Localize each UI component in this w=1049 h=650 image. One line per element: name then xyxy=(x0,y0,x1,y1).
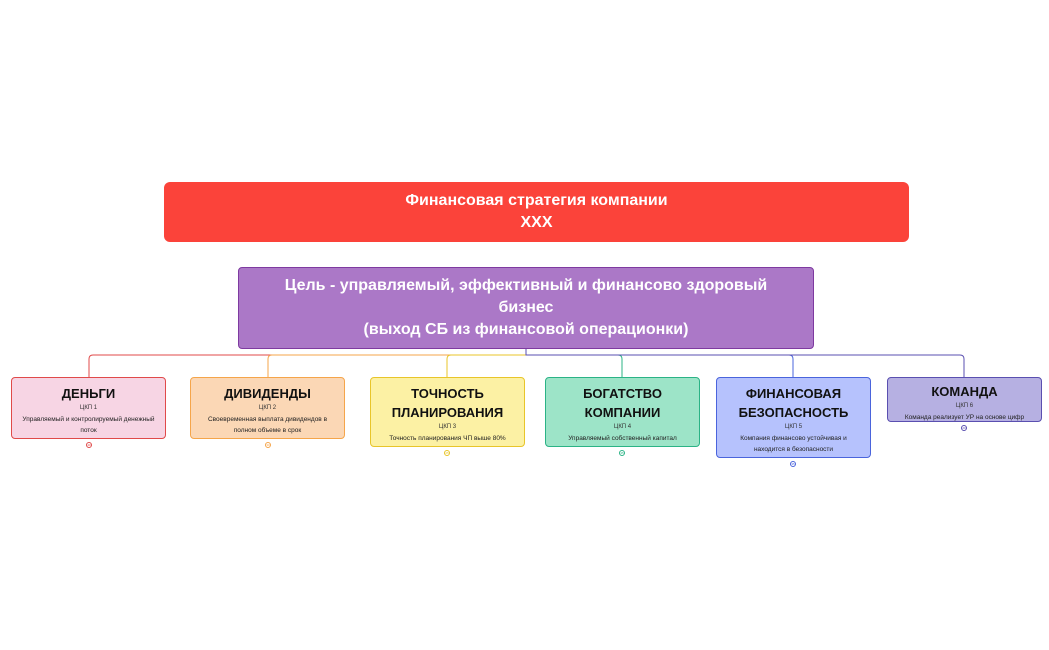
card-description: Точность планирования ЧП выше 80% xyxy=(389,435,506,442)
card-kpi: ЦКП 4 xyxy=(613,424,632,430)
card-description: Своевременная выплата дивидендов в полно… xyxy=(207,416,328,434)
badge-icon[interactable]: 40 xyxy=(86,442,92,448)
root-title: Финансовая стратегия компании xyxy=(405,192,668,209)
badge-icon[interactable]: 35 xyxy=(790,461,796,467)
card-kpi: ЦКП 6 xyxy=(955,403,974,409)
card-team[interactable]: КОМАНДА ЦКП 6 Команда реализует УР на ос… xyxy=(887,377,1042,422)
goal-line-2: бизнес xyxy=(498,299,554,316)
badge-icon[interactable]: 30 xyxy=(265,442,271,448)
card-kpi: ЦКП 2 xyxy=(258,405,277,411)
badge-icon[interactable]: 25 xyxy=(444,450,450,456)
card-title: БОГАТСТВО КОМПАНИИ xyxy=(583,386,662,420)
card-description: Команда реализует УР на основе цифр xyxy=(904,414,1025,421)
card-money[interactable]: ДЕНЬГИ ЦКП 1 Управляемый и контролируемы… xyxy=(11,377,166,439)
connector-line xyxy=(446,349,527,377)
card-kpi: ЦКП 1 xyxy=(79,405,98,411)
card-dividends[interactable]: ДИВИДЕНДЫ ЦКП 2 Своевременная выплата ди… xyxy=(190,377,345,439)
card-kpi: ЦКП 5 xyxy=(784,424,803,430)
root-subtitle: XXX xyxy=(520,214,553,231)
connector-line xyxy=(267,349,527,377)
connector-line xyxy=(525,349,623,377)
card-financial-safety[interactable]: ФИНАНСОВАЯ БЕЗОПАСНОСТЬ ЦКП 5 Компания ф… xyxy=(716,377,871,458)
connector-line xyxy=(525,349,794,377)
connector-line xyxy=(88,349,527,377)
badge-icon[interactable]: 45 xyxy=(619,450,625,456)
card-title: ДИВИДЕНДЫ xyxy=(224,386,311,401)
card-title: ДЕНЬГИ xyxy=(61,386,116,401)
card-company-wealth[interactable]: БОГАТСТВО КОМПАНИИ ЦКП 4 Управляемый соб… xyxy=(545,377,700,447)
card-title: КОМАНДА xyxy=(931,384,998,399)
card-description: Управляемый собственный капитал xyxy=(568,435,677,442)
card-kpi: ЦКП 3 xyxy=(438,424,457,430)
card-title: ФИНАНСОВАЯ БЕЗОПАСНОСТЬ xyxy=(738,386,849,420)
badge-icon[interactable]: 20 xyxy=(961,425,967,431)
goal-line-1: Цель - управляемый, эффективный и финанс… xyxy=(284,277,768,294)
card-planning-accuracy[interactable]: ТОЧНОСТЬ ПЛАНИРОВАНИЯ ЦКП 3 Точность пла… xyxy=(370,377,525,447)
goal-topic[interactable]: Цель - управляемый, эффективный и финанс… xyxy=(238,267,814,349)
root-topic[interactable]: Финансовая стратегия компании XXX xyxy=(164,182,909,242)
card-description: Управляемый и контролируемый денежный по… xyxy=(22,416,155,434)
connector-line xyxy=(525,349,965,377)
card-description: Компания финансово устойчивая и находитс… xyxy=(740,435,847,453)
card-title: ТОЧНОСТЬ ПЛАНИРОВАНИЯ xyxy=(391,386,504,420)
goal-line-3: (выход СБ из финансовой операционки) xyxy=(363,321,689,338)
